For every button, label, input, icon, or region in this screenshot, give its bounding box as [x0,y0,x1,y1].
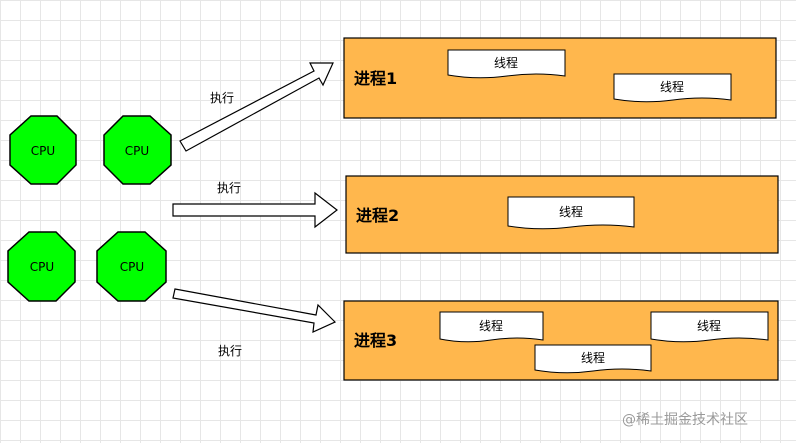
thread-label: 线程 [494,55,518,70]
cpu-node: CPU [7,231,76,302]
process-name: 进程3 [354,331,397,350]
thread-box: 线程 [534,344,652,374]
execute-arrow [172,288,337,333]
cpu-label: CPU [120,260,144,274]
process-name: 进程1 [354,69,397,88]
thread-box: 线程 [650,311,769,343]
thread-box: 线程 [507,196,635,230]
cpu-label: CPU [125,144,149,158]
watermark-text: @稀土掘金技术社区 [622,412,748,428]
thread-label: 线程 [697,318,721,333]
execute-label: 执行 [217,181,241,195]
cpu-node: CPU [96,231,167,302]
execute-label: 执行 [218,344,242,358]
thread-label: 线程 [581,350,605,365]
cpu-label: CPU [31,144,55,158]
cpu-node: CPU [9,115,77,185]
thread-label: 线程 [559,204,583,219]
thread-box: 线程 [439,311,544,343]
thread-label: 线程 [660,79,684,94]
process-name: 进程2 [356,206,399,225]
thread-label: 线程 [479,318,503,333]
execute-label: 执行 [210,91,234,105]
thread-box: 线程 [447,49,566,79]
execute-arrow [179,62,334,152]
execute-arrow [172,191,338,229]
thread-box: 线程 [613,73,732,103]
cpu-node: CPU [103,115,172,185]
cpu-label: CPU [30,260,54,274]
